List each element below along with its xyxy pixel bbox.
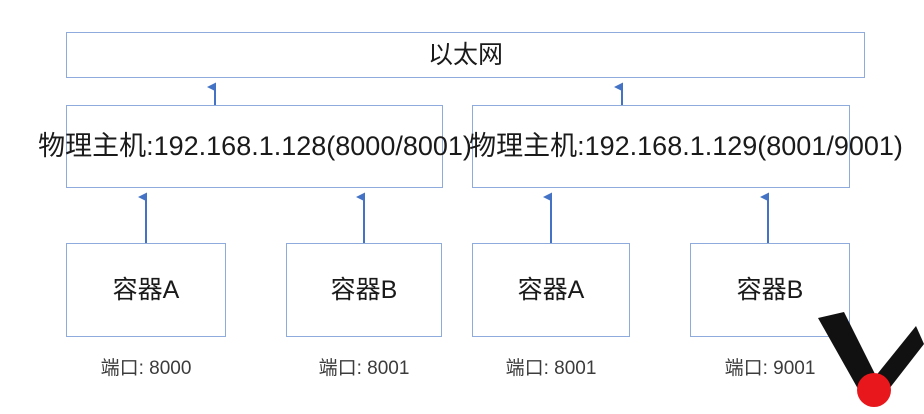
host-left-box	[66, 105, 443, 188]
host-right-label: 物理主机:192.168.1.129(8001/9001)	[469, 131, 903, 161]
ethernet-bus-box	[66, 32, 865, 78]
container-left-a-box	[66, 243, 226, 337]
port-label-container-right-b: 端口: 9001	[724, 358, 816, 379]
host-left-label: 物理主机:192.168.1.128(8000/8001)	[38, 131, 472, 161]
container-right-a-label: 容器A	[517, 276, 585, 304]
port-label-container-right-a: 端口: 8001	[505, 358, 597, 379]
watermark-right-stroke	[866, 326, 924, 398]
port-label-container-left-a: 端口: 8000	[100, 358, 192, 379]
container-left-b-box	[286, 243, 442, 337]
watermark-red-dot	[857, 373, 891, 407]
container-left-b-label: 容器B	[330, 276, 398, 304]
ethernet-bus-label: 以太网	[427, 41, 503, 69]
container-right-b-label: 容器B	[736, 276, 804, 304]
container-left-a-label: 容器A	[112, 276, 180, 304]
port-label-container-left-b: 端口: 8001	[318, 358, 410, 379]
host-right-box	[472, 105, 850, 188]
container-right-a-box	[472, 243, 630, 337]
